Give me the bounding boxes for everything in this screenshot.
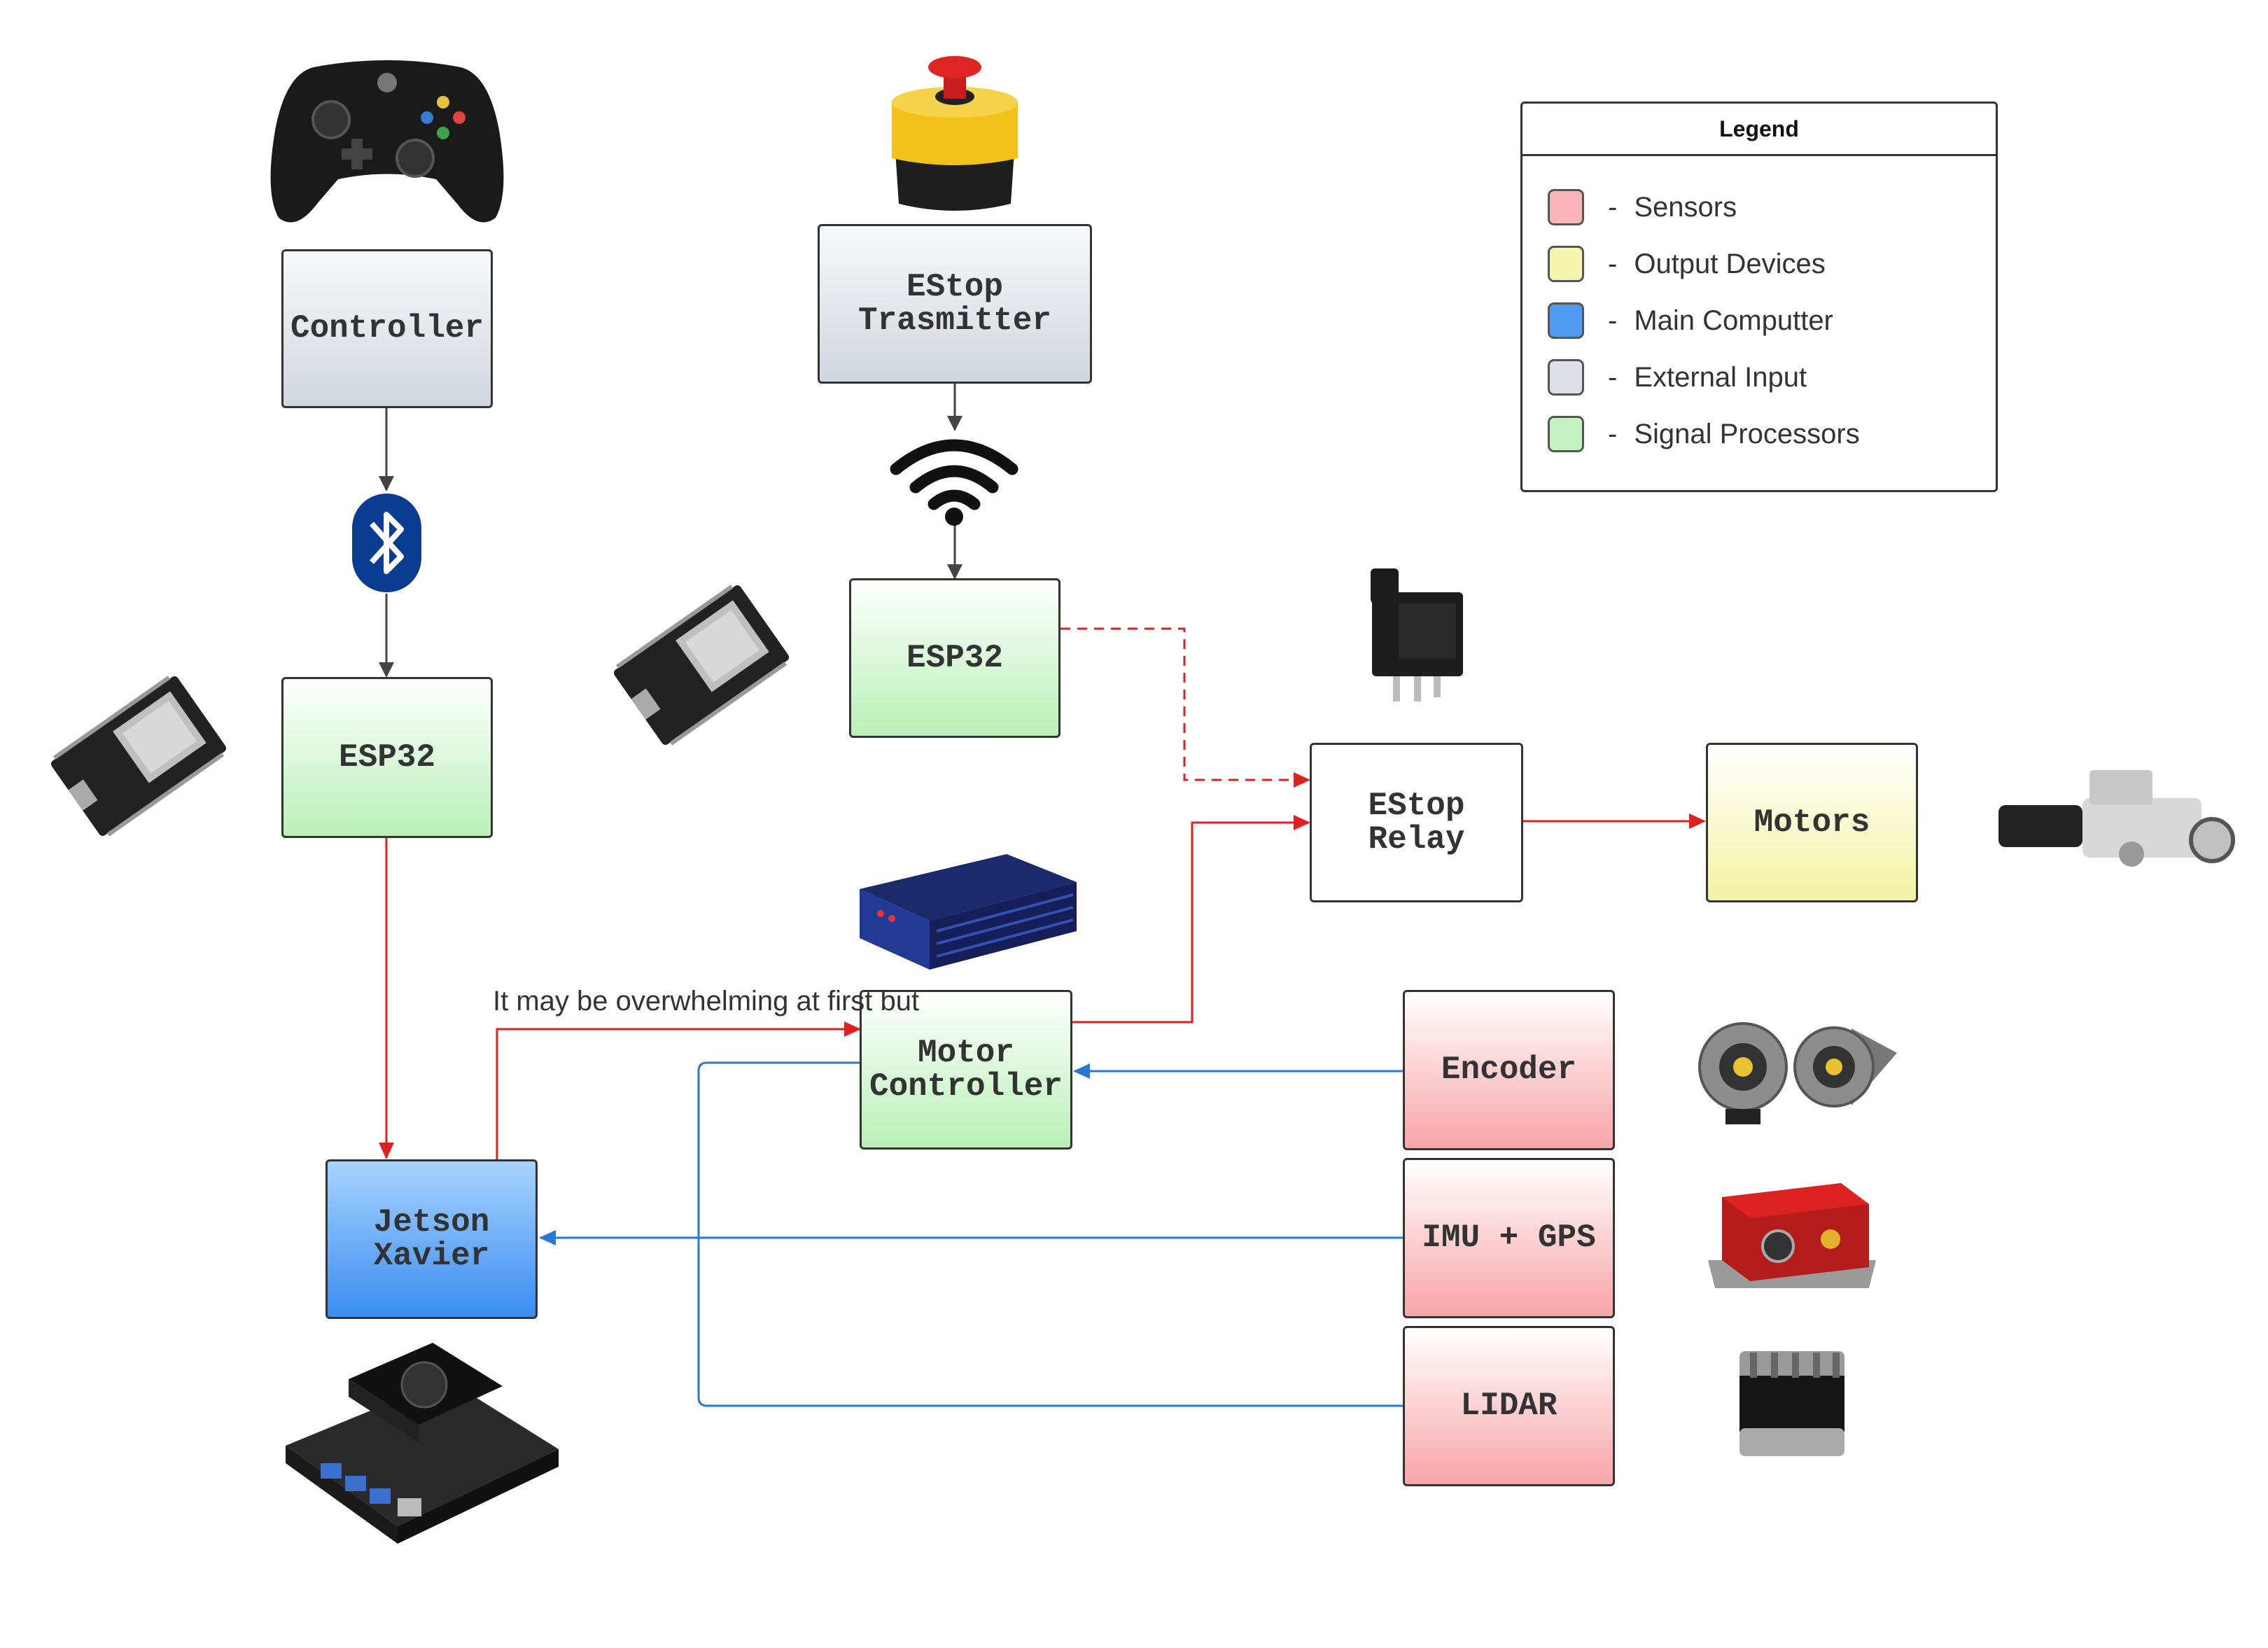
- main-computer-swatch: [1548, 302, 1584, 339]
- linear-actuator-icon: [1998, 770, 2235, 867]
- legend-item-sensors: - Sensors: [1548, 189, 1737, 225]
- controller-node: Controller: [281, 249, 493, 408]
- jetson-board-icon: [286, 1343, 559, 1544]
- legend-item-signal-processors: - Signal Processors: [1548, 416, 1860, 452]
- legend-label: Main Computter: [1634, 305, 1833, 336]
- legend-item-main-computer: - Main Computter: [1548, 302, 1833, 339]
- legend-label: Sensors: [1634, 191, 1737, 223]
- output-devices-swatch: [1548, 246, 1584, 282]
- sensors-swatch: [1548, 189, 1584, 225]
- edge-lidar-jetson: [697, 1061, 1403, 1407]
- lidar-device-icon: [1740, 1351, 1844, 1456]
- esp32-left-node: ESP32: [281, 677, 493, 838]
- legend-dash: -: [1608, 191, 1618, 223]
- signal-processors-swatch: [1548, 416, 1584, 452]
- legend-dash: -: [1608, 248, 1618, 279]
- bluetooth-icon: [352, 494, 421, 592]
- estop-transmitter-node: EStop Trasmitter: [818, 224, 1092, 384]
- imu-device-icon: [1708, 1183, 1876, 1288]
- jetson-xavier-node: Jetson Xavier: [326, 1159, 538, 1319]
- external-input-swatch: [1548, 359, 1584, 396]
- motor-controller-node: Motor Controller: [860, 990, 1072, 1150]
- motors-node: Motors: [1706, 743, 1918, 902]
- encoder-node: Encoder: [1403, 990, 1615, 1150]
- relay-icon: [1371, 568, 1463, 701]
- imu-gps-node: IMU + GPS: [1403, 1158, 1615, 1318]
- encoder-device-icon: [1698, 1022, 1897, 1124]
- esp32-board-icon: [50, 676, 227, 837]
- legend-dash: -: [1608, 361, 1618, 393]
- estop-relay-node: EStop Relay: [1310, 743, 1523, 902]
- legend-item-output-devices: - Output Devices: [1548, 246, 1826, 282]
- legend-label: External Input: [1634, 361, 1807, 393]
- edge-esp32-estop-relay: [1060, 627, 1310, 788]
- esp32-right-node: ESP32: [849, 578, 1060, 738]
- legend-title: Legend: [1522, 104, 1996, 156]
- wifi-icon: [890, 439, 1018, 526]
- legend-label: Output Devices: [1634, 248, 1826, 279]
- lidar-node: LIDAR: [1403, 1326, 1615, 1486]
- legend-label: Signal Processors: [1634, 418, 1860, 449]
- legend-dash: -: [1608, 418, 1618, 449]
- legend-dash: -: [1608, 305, 1618, 336]
- edge-motorcontroller-relay: [1072, 815, 1310, 1024]
- motor-controller-device-icon: [860, 854, 1077, 970]
- esp32-board-icon: [613, 585, 790, 746]
- estop-button-icon: [892, 56, 1018, 211]
- legend-panel: Legend - Sensors - Output Devices - Main…: [1520, 102, 1998, 492]
- annotation-text: It may be overwhelming at first but: [493, 986, 920, 1017]
- edge-jetson-motorcontroller: [496, 1021, 861, 1160]
- legend-item-external-input: - External Input: [1548, 359, 1807, 396]
- gamepad-icon: [270, 60, 504, 223]
